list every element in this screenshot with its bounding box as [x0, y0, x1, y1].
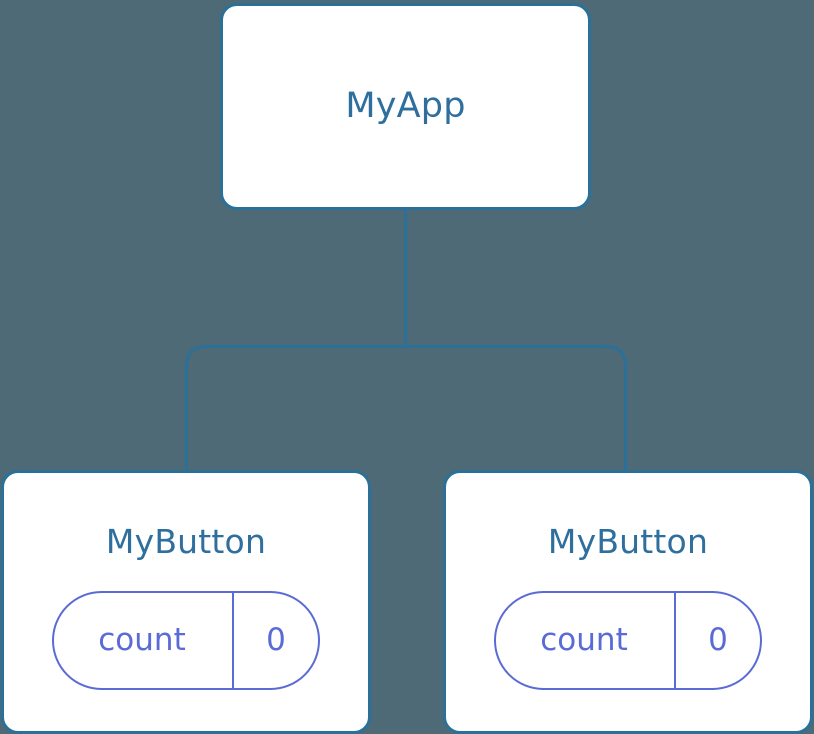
- state-pill-left[interactable]: count 0: [52, 591, 320, 690]
- state-key-right: count: [496, 593, 676, 688]
- node-mybutton-left-label: MyButton: [105, 522, 267, 561]
- state-value-left: 0: [266, 622, 286, 658]
- node-myapp-label: MyApp: [345, 86, 466, 126]
- edge-to-mybutton-left: [185, 345, 406, 472]
- node-mybutton-right-label: MyButton: [547, 522, 709, 561]
- edge-to-mybutton-right: [405, 345, 627, 472]
- state-value-right: 0: [708, 622, 728, 658]
- node-mybutton-right[interactable]: MyButton count 0: [443, 470, 813, 734]
- node-mybutton-left[interactable]: MyButton count 0: [1, 470, 371, 734]
- state-key-left: count: [54, 593, 234, 688]
- state-pill-right[interactable]: count 0: [494, 591, 762, 690]
- node-myapp[interactable]: MyApp: [220, 3, 591, 210]
